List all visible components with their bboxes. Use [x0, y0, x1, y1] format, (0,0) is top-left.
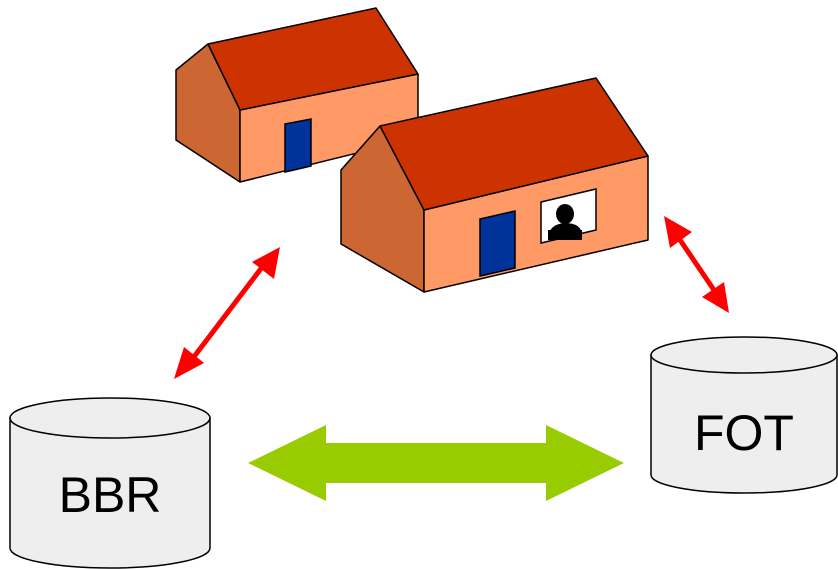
person-silhouette-icon: [548, 204, 582, 240]
green-double-arrow: [248, 425, 624, 501]
database-fot-label: FOT: [694, 405, 794, 461]
red-double-arrow-left: [174, 247, 280, 379]
red-double-arrow-right: [664, 216, 729, 313]
database-bbr-label: BBR: [59, 467, 162, 523]
database-bbr-cylinder: BBR: [9, 397, 211, 569]
house-small-door: [284, 118, 312, 173]
house-small-roof: [207, 7, 419, 111]
database-fot-cylinder: FOT: [650, 336, 838, 494]
house-large-icon: [340, 77, 649, 293]
house-large-roof: [379, 77, 649, 211]
house-small-icon: [175, 7, 419, 183]
house-large-door: [479, 210, 516, 277]
